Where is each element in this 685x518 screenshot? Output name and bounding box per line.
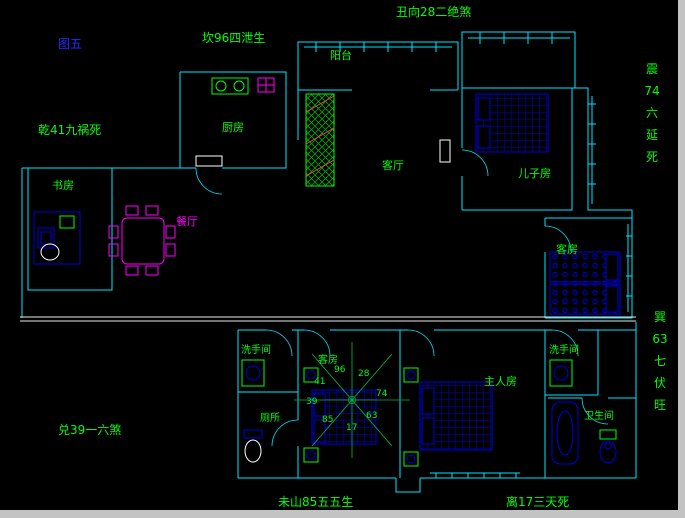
- room-label-guest-upper: 客房: [556, 243, 578, 256]
- plant-shelf-icon: [305, 93, 335, 187]
- walls: [21, 31, 637, 493]
- annotation-weishan: 未山85五五生: [278, 495, 354, 509]
- room-label-study: 书房: [52, 179, 74, 192]
- room-label-son-room: 儿子房: [518, 167, 551, 180]
- son-bed-icon: [475, 93, 549, 153]
- compass-number-nw: 41: [314, 377, 326, 387]
- compass-number-n: 96: [334, 365, 346, 375]
- guest-bed-icon: [303, 367, 377, 463]
- compass-number-w: 39: [306, 397, 318, 407]
- compass-number-ssw: 85: [322, 415, 334, 425]
- mid-wall: [20, 316, 636, 322]
- annotation-kan: 坎96四泄生: [202, 31, 266, 45]
- compass-number-s: 17: [346, 423, 358, 433]
- room-label-washroom-left: 洗手间: [241, 345, 271, 356]
- annotation-xun: 巽 63 七 伏 旺: [652, 310, 668, 412]
- door-icon: [439, 139, 451, 163]
- compass-number-se: 63: [366, 411, 378, 421]
- washbasin-left-icon: [241, 359, 265, 387]
- room-label-toilet: 厕所: [260, 413, 280, 424]
- room-label-master: 主人房: [484, 375, 517, 388]
- toilet-icon: [243, 429, 263, 463]
- scrollbar-bottom[interactable]: [0, 510, 685, 518]
- compass-number-e: 74: [376, 389, 388, 399]
- dining-table-icon: [108, 205, 176, 276]
- master-bed-icon: [403, 367, 493, 467]
- annotation-dui: 兑39一六煞: [58, 423, 122, 437]
- bathroom-toilet-icon: [599, 429, 617, 464]
- annotation-li: 离17三天死: [506, 495, 570, 509]
- annotation-chou: 丑向28二绝煞: [396, 5, 472, 19]
- stove-icon: [211, 77, 275, 95]
- door-arc-icons: [195, 149, 609, 447]
- compass-rose: [294, 342, 410, 458]
- room-label-living: 客厅: [382, 159, 404, 172]
- room-label-guest-lower: 客房: [318, 355, 338, 366]
- sink-icon: [195, 155, 223, 167]
- compass-number-nne: 28: [358, 369, 370, 379]
- room-label-bathroom: 卫生间: [584, 411, 614, 422]
- scrollbar-right[interactable]: [678, 0, 685, 518]
- room-label-kitchen: 厨房: [222, 121, 244, 134]
- room-label-balcony: 阳台: [330, 49, 352, 62]
- annotation-zhen: 震 74 六 延 死: [644, 62, 660, 164]
- desk-icon: [33, 211, 81, 265]
- bathtub-icon: [551, 401, 579, 465]
- bunk-bed-icon: [549, 251, 621, 315]
- annotation-qian: 乾41九祸死: [38, 123, 102, 137]
- washbasin-right-icon: [549, 359, 573, 387]
- figure-label: 图五: [58, 37, 83, 51]
- room-label-dining: 餐厅: [176, 215, 198, 228]
- room-label-washroom-right: 洗手间: [549, 345, 579, 356]
